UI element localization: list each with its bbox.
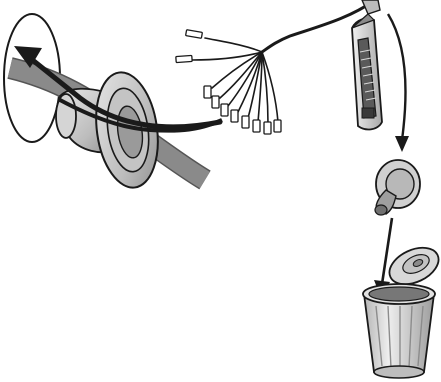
utility-knife-icon	[351, 0, 383, 131]
wire-harness	[191, 0, 377, 125]
trash-can-icon	[362, 246, 440, 379]
connector-pins	[175, 29, 282, 135]
curved-arrow-icon	[14, 46, 223, 130]
grommet-icon	[374, 159, 421, 216]
down-arrow-icon	[386, 13, 409, 152]
